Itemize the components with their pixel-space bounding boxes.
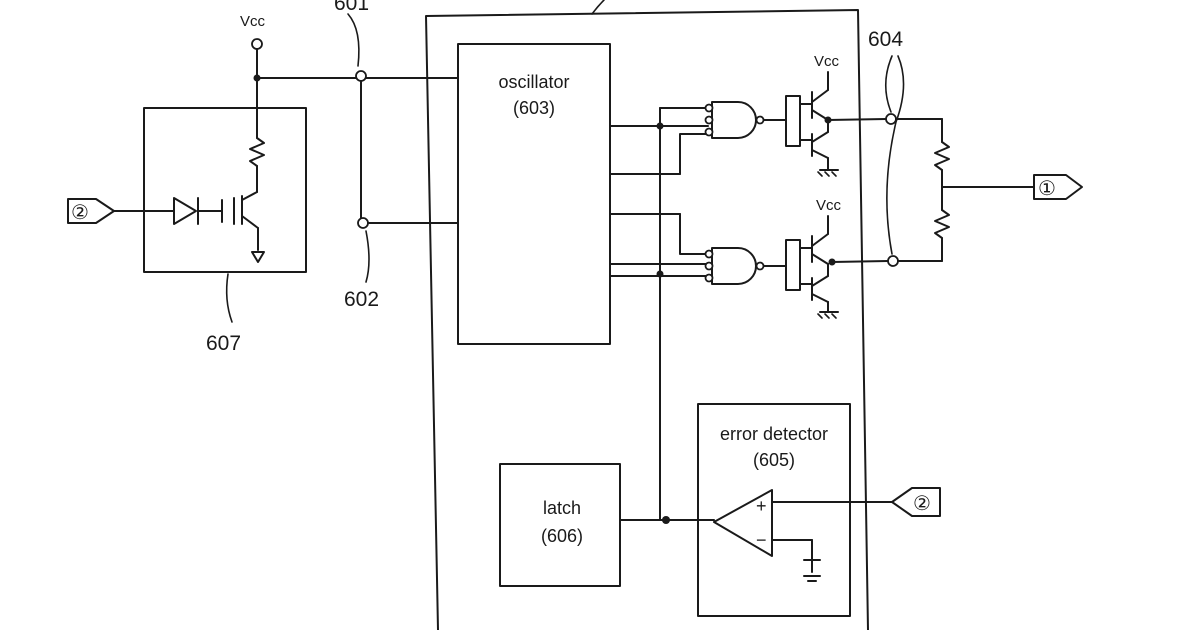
input-terminal-left: ② [67, 198, 115, 224]
output-divider [934, 118, 1035, 262]
oscillator-ref: (603) [513, 98, 555, 118]
photocoupler-resistor [249, 137, 265, 167]
latch-box [499, 463, 621, 587]
output-terminal-label: ① [1038, 178, 1056, 200]
divider-resistor-upper [934, 141, 950, 171]
input-terminal-right: ② [891, 487, 941, 517]
photocoupler-box [143, 107, 307, 273]
oscillator-name: oscillator [498, 72, 569, 92]
output-terminal: ① [1033, 174, 1083, 200]
ref-607-label: 607 [206, 332, 241, 355]
error-detector-ref: (605) [753, 450, 795, 470]
input-terminal-right-label: ② [913, 493, 931, 515]
photocoupler-led [173, 197, 197, 225]
photocoupler-ground [251, 251, 265, 263]
comparator-plus: + [756, 496, 767, 516]
latch-ref: (606) [541, 526, 583, 546]
driver-upper: Vcc [785, 53, 840, 177]
ic-leader-line [591, 0, 605, 15]
output-node-upper [885, 113, 897, 125]
oscillator-block: oscillator (603) [457, 43, 611, 345]
divider-resistor-lower [934, 209, 950, 239]
ref-601-leader [347, 13, 360, 67]
terminal-601-node [355, 70, 367, 82]
ref-607-leader [225, 273, 233, 323]
ic-outline [425, 9, 869, 631]
ref-604-label: 604 [868, 28, 903, 51]
nand-gate-lower [704, 247, 787, 285]
comparator-minus: − [756, 530, 767, 550]
vcc-main-supply: Vcc [240, 13, 266, 82]
vcc-upper-label: Vcc [814, 53, 840, 70]
driver-lower: Vcc [785, 197, 842, 319]
ref-602-label: 602 [344, 288, 379, 311]
photocoupler-607 [113, 77, 307, 273]
vcc-lower-label: Vcc [816, 197, 842, 214]
error-detector-name: error detector [720, 424, 828, 444]
error-detector-block: error detector (605) + − [697, 403, 893, 617]
vcc-main-label: Vcc [240, 13, 266, 30]
vcc-main-node [251, 38, 263, 50]
ref-604-leader-upper [884, 55, 893, 113]
ref-602-leader [365, 230, 370, 283]
comparator-symbol [713, 489, 773, 557]
ref-601-label: 601 [334, 0, 369, 15]
ref-604-leader-mid [886, 55, 905, 255]
terminal-602-node [357, 217, 369, 229]
error-detector-box [697, 403, 851, 617]
output-node-lower [887, 255, 899, 267]
input-terminal-left-label: ② [71, 202, 89, 224]
latch-name: latch [543, 498, 581, 518]
nand-gate-upper [704, 101, 787, 139]
latch-block: latch (606) [499, 463, 621, 587]
oscillator-box [457, 43, 611, 345]
